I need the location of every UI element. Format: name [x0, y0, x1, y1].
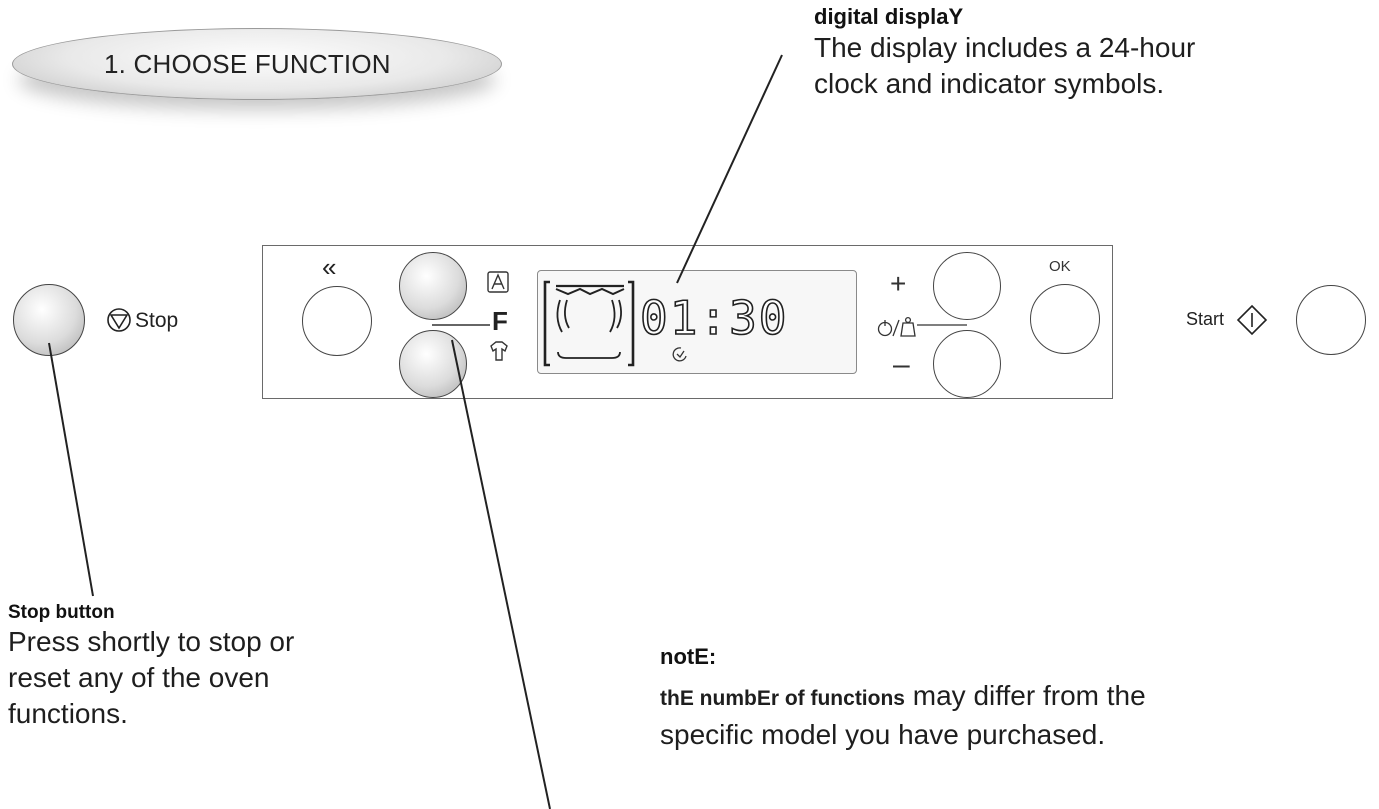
- leader-lines: [48, 54, 783, 809]
- ok-button[interactable]: [1030, 284, 1100, 354]
- function-up-button[interactable]: [399, 252, 467, 320]
- digital-display-callout: digital displaY The display includes a 2…: [814, 4, 1244, 102]
- back-button[interactable]: [302, 286, 372, 356]
- start-diamond-icon: [1236, 304, 1268, 336]
- shirt-icon: [490, 341, 508, 361]
- display-leader-line: [676, 54, 783, 284]
- stop-label: Stop: [135, 309, 179, 332]
- minus-label: –: [893, 348, 910, 381]
- oven-lamp-icon: [543, 280, 635, 367]
- note-caps-prefix: thE numbEr of functions: [660, 687, 905, 710]
- note-line-2: specific model you have purchased.: [660, 719, 1106, 750]
- minus-button[interactable]: [933, 330, 1001, 398]
- note-title: notE:: [660, 644, 717, 669]
- stop-button-title: Stop button: [8, 602, 115, 623]
- note-line-1: thE numbEr of functions may differ from …: [660, 678, 1146, 717]
- timer-weight-icon: [877, 316, 967, 337]
- stop-triangle-icon: [107, 308, 131, 332]
- header-pill: [12, 28, 502, 100]
- display-time: 01:30: [639, 290, 789, 346]
- function-down-button[interactable]: [399, 330, 467, 398]
- plus-button[interactable]: [933, 252, 1001, 320]
- stop-button-description: Press shortly to stop or reset any of th…: [8, 626, 295, 729]
- auto-program-icon: [487, 271, 509, 293]
- stop-leader-line: [48, 342, 94, 597]
- note-callout: notE: thE numbEr of functions may differ…: [660, 644, 1146, 753]
- function-leader-line: [451, 339, 551, 809]
- start-button[interactable]: [1296, 285, 1366, 355]
- note-rest-line-1: may differ from the: [904, 680, 1146, 711]
- plus-label: +: [890, 268, 907, 299]
- start-label: Start: [1186, 309, 1225, 329]
- function-label: F: [492, 306, 508, 336]
- digital-display-title: digital displaY: [814, 4, 964, 29]
- digital-display: [537, 270, 857, 374]
- digital-display-description: The display includes a 24-hour clock and…: [814, 32, 1196, 99]
- stop-button-callout: Stop button Press shortly to stop or res…: [8, 602, 308, 732]
- ok-label: OK: [1049, 258, 1071, 275]
- section-title: 1. CHOOSE FUNCTION: [104, 49, 391, 79]
- clock-indicator-icon: [672, 347, 687, 362]
- back-chevron-icon: «: [322, 252, 337, 282]
